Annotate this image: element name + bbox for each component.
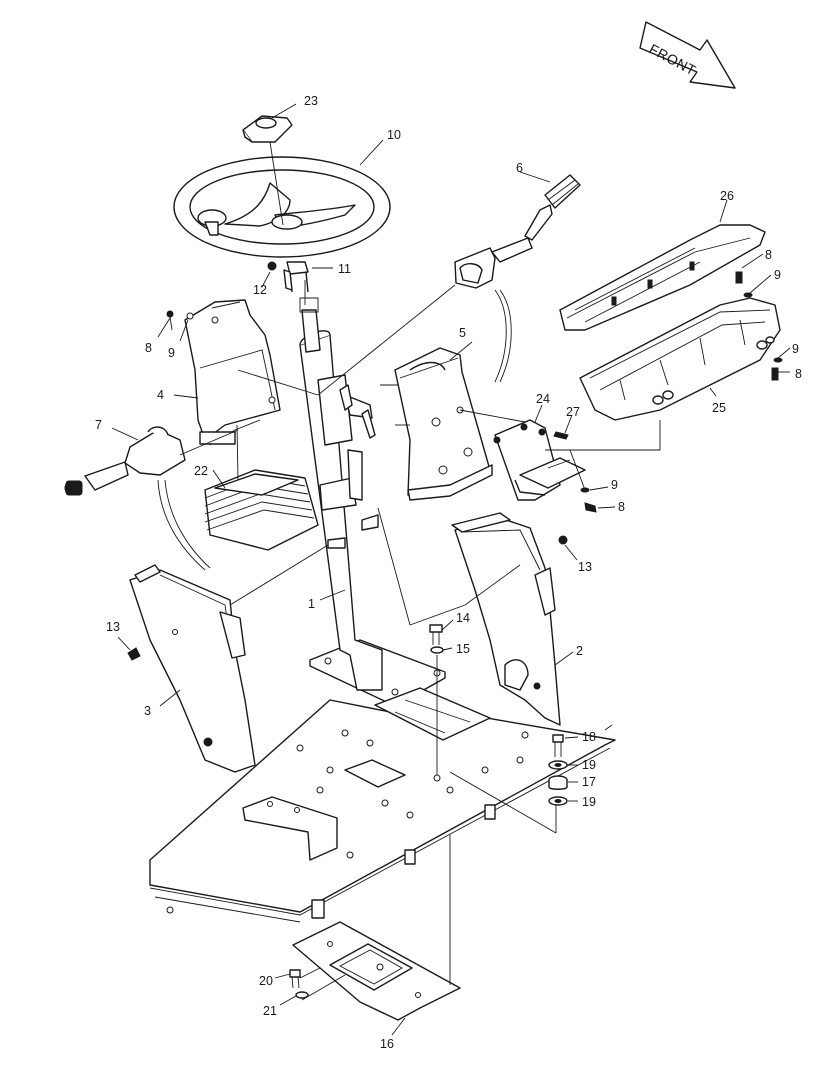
- fastener-screw-27: [553, 431, 569, 440]
- floor-boot-plate: [292, 921, 461, 1021]
- washer-19-upper: [548, 760, 568, 770]
- callout-23: 23: [304, 94, 318, 108]
- callout-labels: 23 10 6 11 12 26 8 9 8 9 5 4 9 8 25 24 2…: [95, 94, 802, 1051]
- callout-9-right: 9: [611, 478, 618, 492]
- column-base: [309, 639, 491, 741]
- washer-19-lower: [548, 796, 568, 806]
- callout-24: 24: [536, 392, 550, 406]
- dash-top-cover: [559, 224, 766, 331]
- callout-10: 10: [387, 128, 401, 142]
- mount-bracket: [493, 419, 586, 501]
- callout-27: 27: [566, 405, 580, 419]
- callout-22: 22: [194, 464, 208, 478]
- dash-bottom-housing: [579, 297, 781, 421]
- shift-lever: [454, 174, 581, 383]
- callout-19-upper: 19: [582, 758, 596, 772]
- callout-14: 14: [456, 611, 470, 625]
- wheel-cap: [242, 115, 293, 226]
- fastener-washer-9-dash-side: [773, 357, 783, 363]
- callout-9-left: 9: [168, 346, 175, 360]
- bellows-boot: [204, 469, 319, 551]
- front-arrow: FRONT: [639, 21, 736, 89]
- steering-wheel: [173, 156, 391, 258]
- callout-1: 1: [308, 597, 315, 611]
- callout-9-upper-right: 9: [774, 268, 781, 282]
- callout-2: 2: [576, 644, 583, 658]
- fastener-screw-8-dash-side: [771, 367, 779, 381]
- callout-21: 21: [263, 1004, 277, 1018]
- fastener-screw-8-right: [584, 502, 597, 513]
- lower-cover-right: [451, 512, 561, 726]
- washer-21: [295, 991, 309, 999]
- callout-20: 20: [259, 974, 273, 988]
- callout-7: 7: [95, 418, 102, 432]
- steering-column: [299, 297, 383, 691]
- callout-8-upper-right: 8: [765, 248, 772, 262]
- shroud-left: [184, 299, 281, 446]
- callout-26: 26: [720, 189, 734, 203]
- fastener-screw-8-upper-right: [735, 271, 743, 284]
- callout-5: 5: [459, 326, 466, 340]
- isolator-17: [548, 775, 568, 790]
- washer-15: [430, 646, 444, 654]
- fastener-screw-13-right: [558, 535, 568, 545]
- callout-19-lower: 19: [582, 795, 596, 809]
- callout-3: 3: [144, 704, 151, 718]
- callout-8-dash-side: 8: [795, 367, 802, 381]
- bolt-18: [552, 734, 564, 757]
- callout-17: 17: [582, 775, 596, 789]
- callout-9-dash-side: 9: [792, 342, 799, 356]
- callout-25: 25: [712, 401, 726, 415]
- shroud-right: [394, 347, 493, 501]
- callout-13-right: 13: [578, 560, 592, 574]
- floor-bracket: [242, 796, 338, 861]
- callout-15: 15: [456, 642, 470, 656]
- bolt-14: [429, 624, 443, 645]
- column-clamp: [267, 261, 309, 305]
- callout-8-right: 8: [618, 500, 625, 514]
- fastener-screw-8-left: [166, 310, 194, 331]
- bolt-20: [289, 969, 301, 989]
- callout-18: 18: [582, 730, 596, 744]
- callout-4: 4: [157, 388, 164, 402]
- switch-lever-left: [64, 426, 211, 571]
- leader-lines: [111, 103, 791, 1036]
- callout-12: 12: [253, 283, 267, 297]
- callout-13-left: 13: [106, 620, 120, 634]
- callout-11: 11: [338, 262, 351, 276]
- callout-6: 6: [516, 161, 523, 175]
- fastener-screw-13-left: [127, 647, 141, 661]
- callout-8-left: 8: [145, 341, 152, 355]
- callout-16: 16: [380, 1037, 394, 1051]
- lower-cover-left: [129, 564, 256, 773]
- fastener-washer-9-upper-right: [743, 292, 753, 298]
